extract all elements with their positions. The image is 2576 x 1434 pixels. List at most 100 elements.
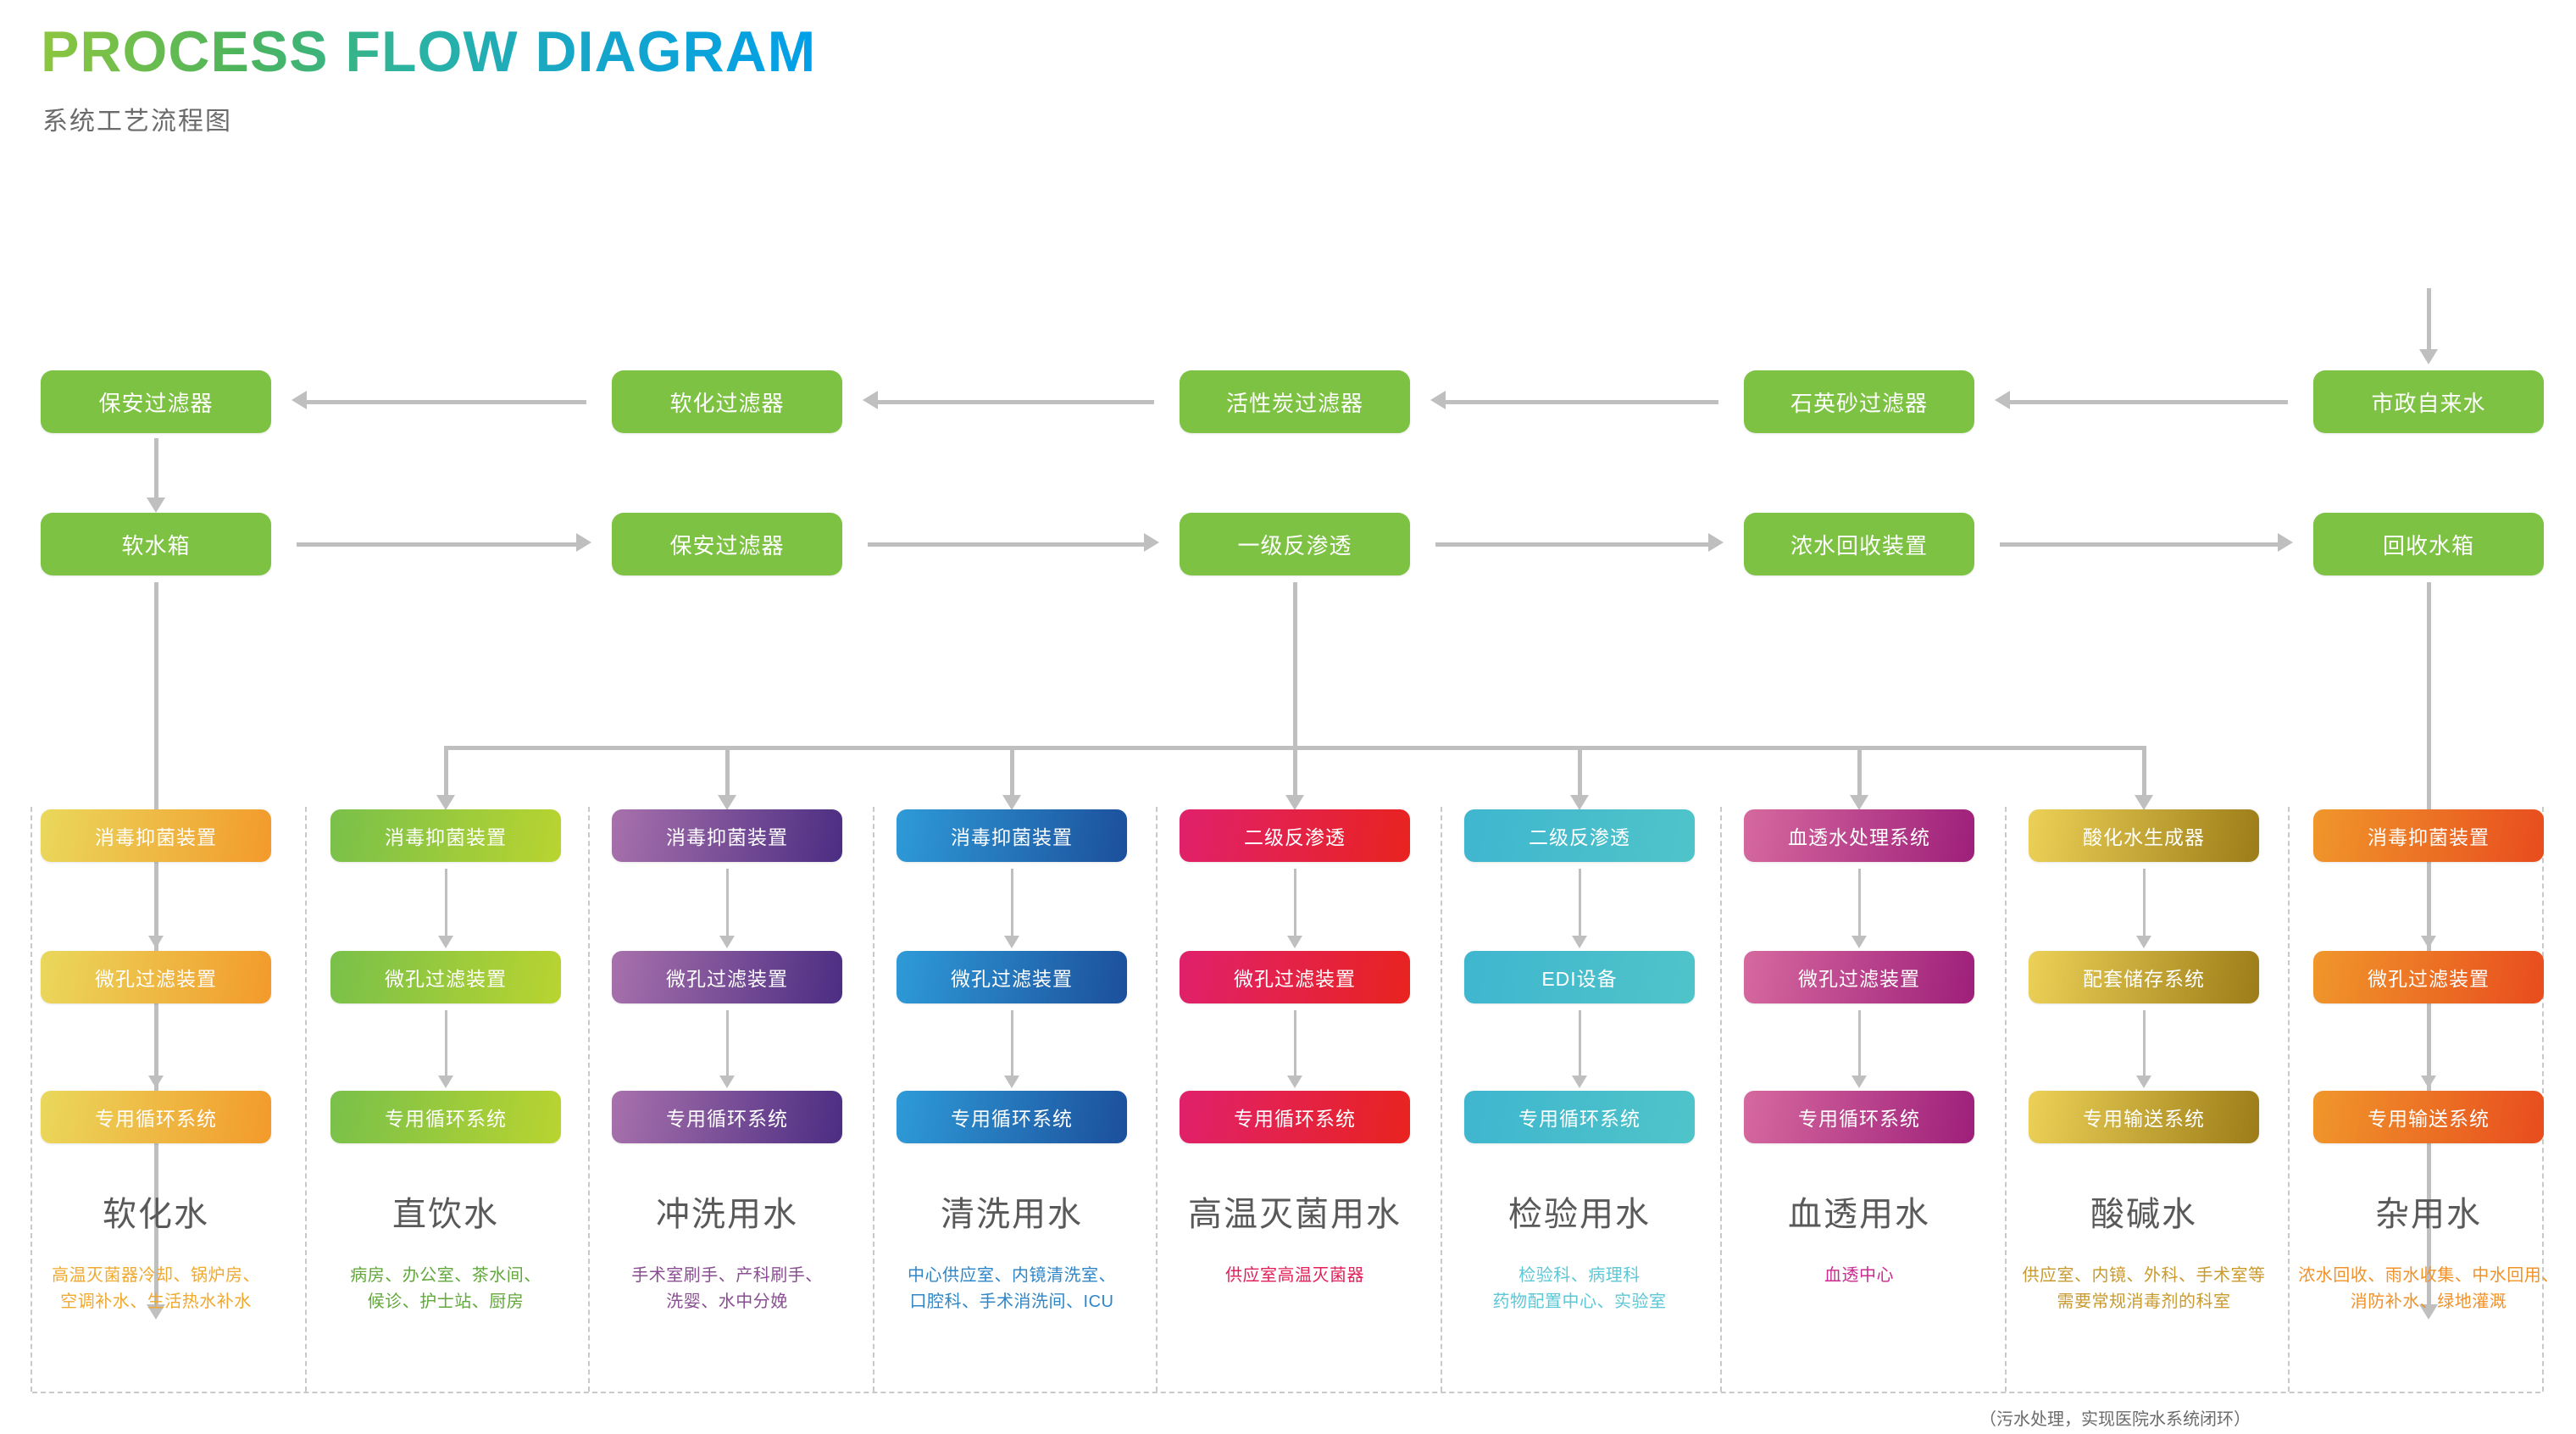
- arrow-head-right-row2-1: [576, 533, 591, 552]
- column-8-description: 供应室、内镜、外科、手术室等需要常规消毒剂的科室: [2000, 1263, 2288, 1315]
- arrow-head-down-col9: [2419, 1304, 2438, 1320]
- column-7-step-3: 专用循环系统: [1744, 1091, 1974, 1143]
- column-6-arrow-2: [1572, 1076, 1587, 1088]
- pretreat-row1-box-1: 保安过滤器: [41, 370, 271, 433]
- column-9-connector-1: [2427, 869, 2430, 936]
- column-9-name: 杂用水: [2375, 1196, 2482, 1233]
- arrow-head-right-row2-2: [1144, 533, 1159, 552]
- description-line: 供应室、内镜、外科、手术室等: [2022, 1266, 2266, 1285]
- column-5-arrow-1: [1287, 936, 1302, 948]
- branch-drop-col3: [725, 746, 730, 798]
- column-4-description: 中心供应室、内镜清洗室、口腔科、手术消洗间、ICU: [868, 1263, 1156, 1315]
- branch-drop-col5: [1293, 746, 1297, 798]
- description-line: 洗婴、水中分娩: [666, 1292, 788, 1311]
- description-line: 消防补水、绿地灌溉: [2350, 1292, 2507, 1311]
- column-2-arrow-2: [438, 1076, 453, 1088]
- column-5-connector-1: [1293, 869, 1296, 936]
- column-5-step-1: 二级反渗透: [1180, 809, 1410, 862]
- column-1-connector-2: [154, 1010, 158, 1076]
- arrow-line-down-baoan: [154, 438, 158, 501]
- column-5-connector-2: [1293, 1010, 1296, 1076]
- arrow-head-left-row1-1: [291, 391, 307, 409]
- column-6-connector-1: [1578, 869, 1581, 936]
- pretreat-row1-box-2: 软化过滤器: [612, 370, 842, 433]
- column-3-description: 手术室刷手、产科刷手、洗婴、水中分娩: [583, 1263, 871, 1315]
- pretreat-row2-box-3: 一级反渗透: [1180, 513, 1410, 575]
- column-4-arrow-1: [1004, 936, 1019, 948]
- arrow-head-left-row1-4: [1995, 391, 2010, 409]
- column-7-arrow-1: [1852, 936, 1867, 948]
- pretreat-row2-box-1: 软水箱: [41, 513, 271, 575]
- column-4-step-1: 消毒抑菌装置: [897, 809, 1127, 862]
- page-title: PROCESS FLOW DIAGRAM: [41, 19, 817, 84]
- column-3-arrow-1: [719, 936, 735, 948]
- column-divider-2: [305, 807, 307, 1392]
- branch-drop-col2: [444, 746, 448, 798]
- column-1-step-3: 专用循环系统: [41, 1091, 271, 1143]
- branch-drop-col4: [1010, 746, 1014, 798]
- column-4-step-3: 专用循环系统: [897, 1091, 1127, 1143]
- pretreat-row1-box-3: 活性炭过滤器: [1180, 370, 1410, 433]
- arrow-line-ro-stem: [1293, 582, 1297, 746]
- page-subtitle: 系统工艺流程图: [42, 108, 232, 136]
- description-line: 候诊、护士站、厨房: [367, 1292, 525, 1311]
- column-8-arrow-1: [2136, 936, 2151, 948]
- column-4-connector-1: [1010, 869, 1013, 936]
- column-4-connector-2: [1010, 1010, 1013, 1076]
- column-6-arrow-1: [1572, 936, 1587, 948]
- column-divider-7: [1720, 807, 1722, 1392]
- column-6-connector-2: [1578, 1010, 1581, 1076]
- column-9-arrow-1: [2421, 936, 2436, 948]
- description-line: 空调补水、生活热水补水: [60, 1292, 252, 1311]
- column-2-arrow-1: [438, 936, 453, 948]
- column-6-step-3: 专用循环系统: [1464, 1091, 1695, 1143]
- arrow-head-down-col2: [436, 795, 455, 810]
- column-4-step-2: 微孔过滤装置: [897, 951, 1127, 1003]
- column-3-name: 冲洗用水: [656, 1196, 798, 1233]
- arrow-line-row1-1: [307, 400, 586, 404]
- column-9-step-1: 消毒抑菌装置: [2313, 809, 2544, 862]
- column-7-name: 血透用水: [1788, 1196, 1930, 1233]
- arrow-line-row1-3: [1446, 400, 1718, 404]
- column-2-step-2: 微孔过滤装置: [330, 951, 561, 1003]
- column-divider-9: [2288, 807, 2290, 1392]
- arrow-head-down-baoan: [147, 497, 165, 513]
- column-8-connector-1: [2142, 869, 2146, 936]
- footnote: （污水处理，实现医院水系统闭环）: [1979, 1410, 2251, 1429]
- column-5-step-3: 专用循环系统: [1180, 1091, 1410, 1143]
- column-divider-8: [2005, 807, 2007, 1392]
- arrow-line-inlet: [2427, 288, 2431, 351]
- column-2-step-3: 专用循环系统: [330, 1091, 561, 1143]
- column-3-step-3: 专用循环系统: [612, 1091, 842, 1143]
- description-line: 需要常规消毒剂的科室: [2057, 1292, 2231, 1311]
- arrow-line-row1-2: [878, 400, 1154, 404]
- arrow-head-down-inlet: [2419, 349, 2438, 364]
- description-line: 口腔科、手术消洗间、ICU: [909, 1292, 1114, 1311]
- column-1-connector-1: [154, 869, 158, 936]
- column-9-description: 浓水回收、雨水收集、中水回用、消防补水、绿地灌溉: [2285, 1263, 2573, 1315]
- arrow-head-left-row1-3: [1430, 391, 1446, 409]
- column-7-arrow-2: [1852, 1076, 1867, 1088]
- column-5-step-2: 微孔过滤装置: [1180, 951, 1410, 1003]
- column-1-arrow-1: [148, 936, 164, 948]
- column-5-name: 高温灭菌用水: [1188, 1196, 1402, 1233]
- pretreat-row2-box-4: 浓水回收装置: [1744, 513, 1974, 575]
- column-1-name: 软化水: [103, 1196, 209, 1233]
- column-divider-5: [1156, 807, 1158, 1392]
- column-2-description: 病房、办公室、茶水间、候诊、护士站、厨房: [302, 1263, 590, 1315]
- column-divider-6: [1441, 807, 1442, 1392]
- column-7-step-2: 微孔过滤装置: [1744, 951, 1974, 1003]
- pretreat-row2-box-5: 回收水箱: [2313, 513, 2544, 575]
- pretreat-row1-box-4: 石英砂过滤器: [1744, 370, 1974, 433]
- arrow-head-down-col6: [1570, 795, 1589, 810]
- column-divider-1: [31, 807, 32, 1392]
- description-line: 浓水回收、雨水收集、中水回用、: [2298, 1266, 2559, 1285]
- column-5-arrow-2: [1287, 1076, 1302, 1088]
- column-1-description: 高温灭菌器冷却、锅炉房、空调补水、生活热水补水: [12, 1263, 300, 1315]
- column-3-step-2: 微孔过滤装置: [612, 951, 842, 1003]
- description-line: 供应室高温灭菌器: [1225, 1266, 1364, 1285]
- bottom-divider: [32, 1392, 2540, 1393]
- column-6-name: 检验用水: [1508, 1196, 1651, 1233]
- column-3-step-1: 消毒抑菌装置: [612, 809, 842, 862]
